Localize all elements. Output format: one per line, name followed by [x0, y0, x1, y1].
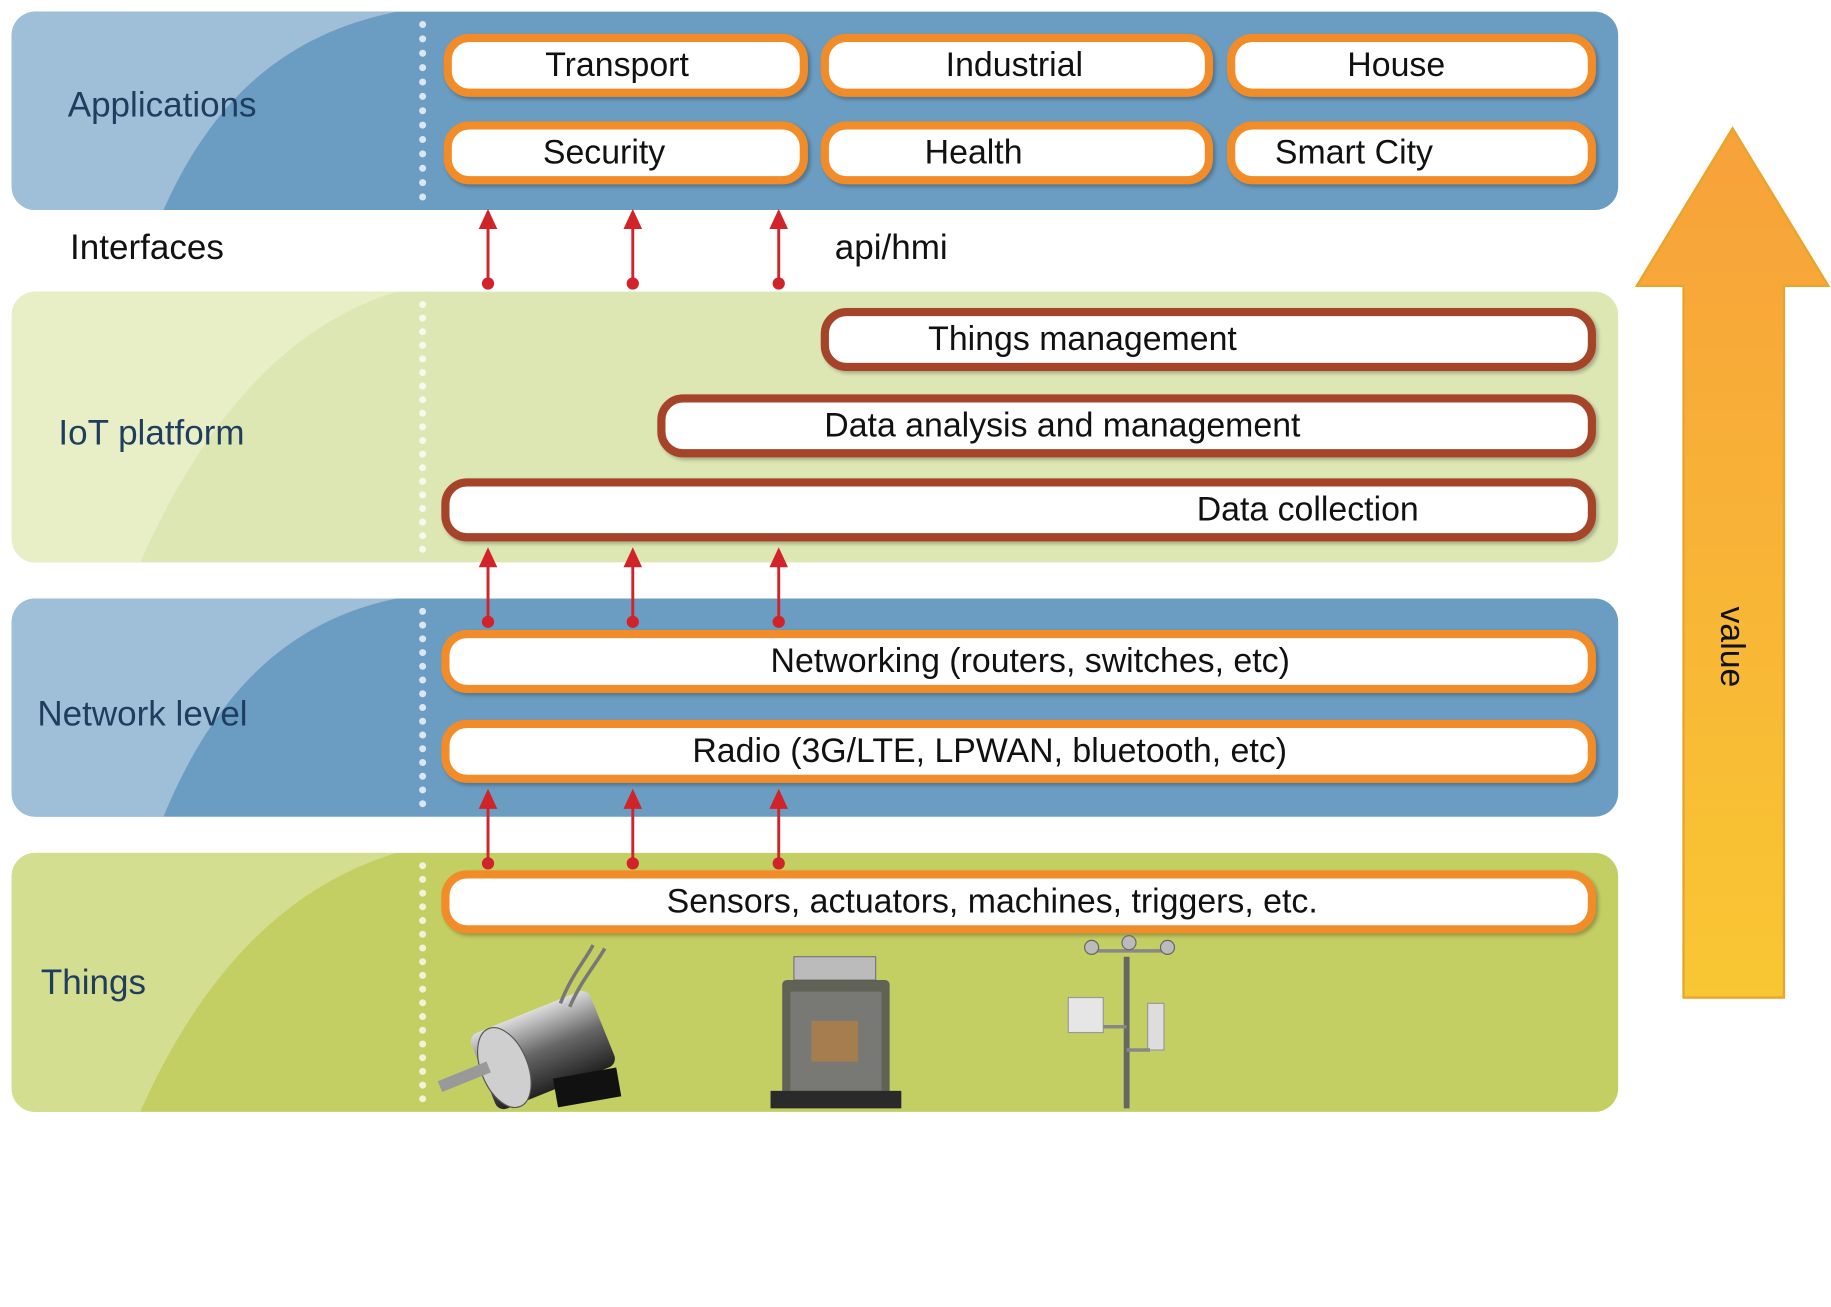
connector-arrow — [478, 208, 498, 290]
app-smart-city[interactable]: Smart City — [1227, 121, 1596, 185]
value-arrow — [1634, 126, 1831, 999]
relay-icon — [770, 956, 902, 1109]
connector-arrow — [623, 788, 643, 870]
connector-arrow — [478, 547, 498, 628]
data-analysis-pill[interactable]: Data analysis and management — [657, 394, 1596, 458]
connector-arrow — [623, 208, 643, 290]
app-transport[interactable]: Transport — [443, 33, 808, 97]
band-divider — [419, 301, 427, 554]
band-divider — [419, 607, 427, 808]
connector-arrow — [478, 788, 498, 870]
band-swoosh — [11, 598, 397, 817]
network-level-label: Network level — [37, 695, 248, 734]
iot-platform-label: IoT platform — [58, 414, 245, 453]
app-health[interactable]: Health — [820, 121, 1214, 185]
networking-pill[interactable]: Networking (routers, switches, etc) — [441, 630, 1596, 694]
connector-arrow — [623, 547, 643, 628]
app-industrial[interactable]: Industrial — [820, 33, 1214, 97]
things-label: Things — [40, 963, 146, 1003]
applications-label: Applications — [67, 86, 257, 125]
diagram-overlay — [437, 126, 1831, 1110]
connector-arrow — [769, 208, 789, 290]
things-management-pill[interactable]: Things management — [820, 308, 1596, 372]
solenoid-icon — [437, 944, 622, 1110]
weather-station-icon — [1067, 935, 1176, 1109]
band-swoosh — [11, 11, 397, 211]
connector-arrow — [769, 788, 789, 870]
value-label: value — [1712, 606, 1751, 688]
app-security[interactable]: Security — [443, 121, 808, 185]
band-divider — [419, 862, 427, 1103]
api-hmi-label: api/hmi — [834, 228, 948, 268]
band-divider — [419, 21, 427, 201]
connector-arrows — [478, 208, 789, 870]
connector-arrow — [769, 547, 789, 628]
data-collection-pill[interactable]: Data collection — [441, 478, 1596, 542]
radio-pill[interactable]: Radio (3G/LTE, LPWAN, bluetooth, etc) — [441, 719, 1596, 783]
band-swoosh — [11, 291, 397, 563]
interfaces-label: Interfaces — [70, 228, 224, 268]
band-swoosh — [11, 852, 397, 1112]
app-house[interactable]: House — [1227, 33, 1596, 97]
sensors-pill[interactable]: Sensors, actuators, machines, triggers, … — [441, 870, 1596, 934]
